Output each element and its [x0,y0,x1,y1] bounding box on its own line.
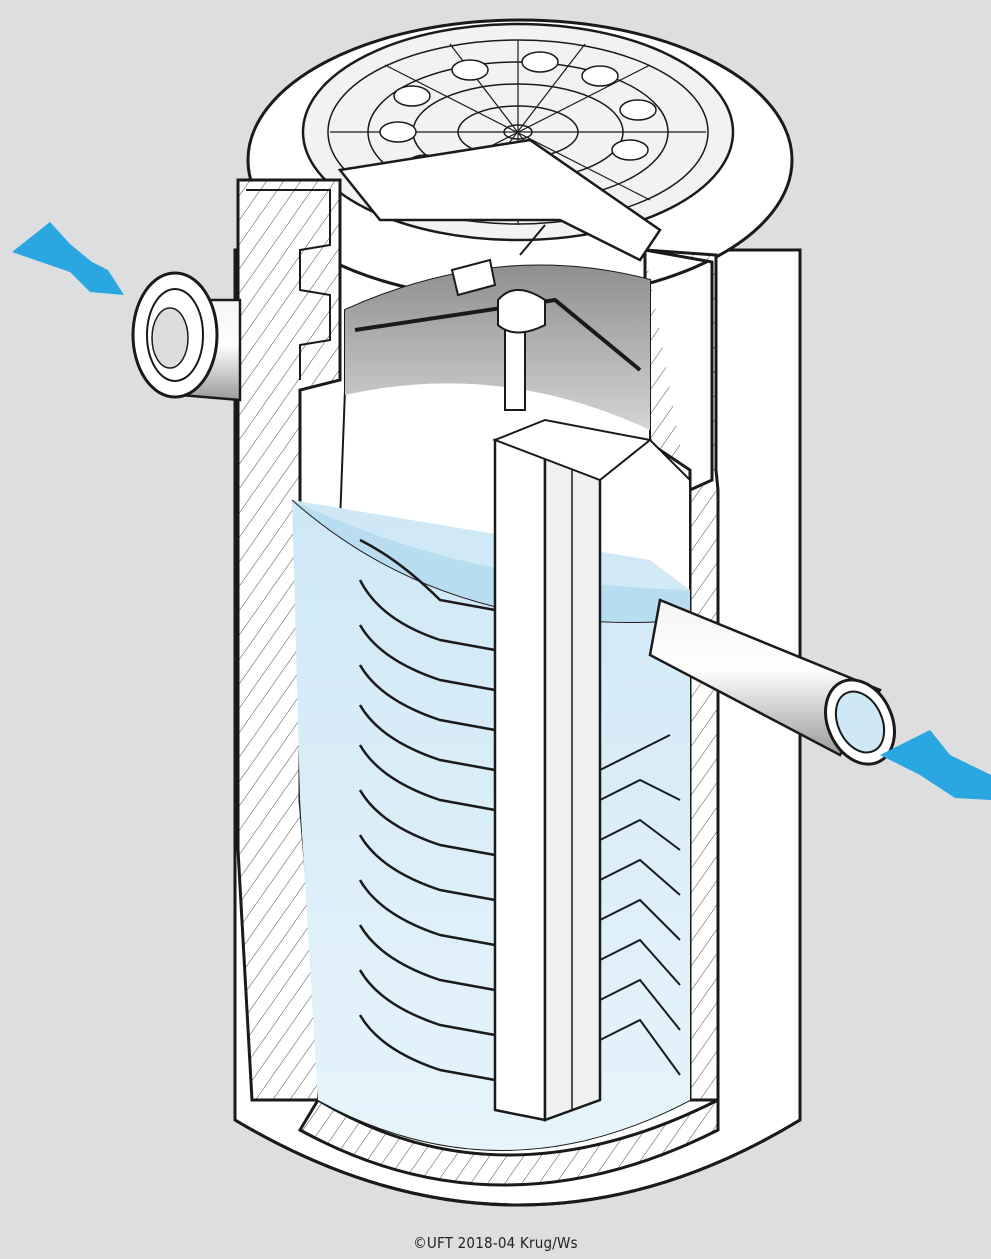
outlet-pipe [648,598,896,766]
coalescer-plates [599,734,681,1076]
inlet-pipe [131,271,242,402]
bottom-slab [297,1097,720,1187]
outflow-arrow [880,730,991,800]
lamella-plates [358,538,496,1082]
float-valve-assembly [354,224,642,411]
inner-shadow [345,265,650,430]
central-baffle [492,418,653,1122]
inflow-arrow [12,222,124,295]
copyright-credit: ©UFT 2018-04 Krug/Ws [413,1234,578,1252]
inlet-deflector [337,138,662,262]
